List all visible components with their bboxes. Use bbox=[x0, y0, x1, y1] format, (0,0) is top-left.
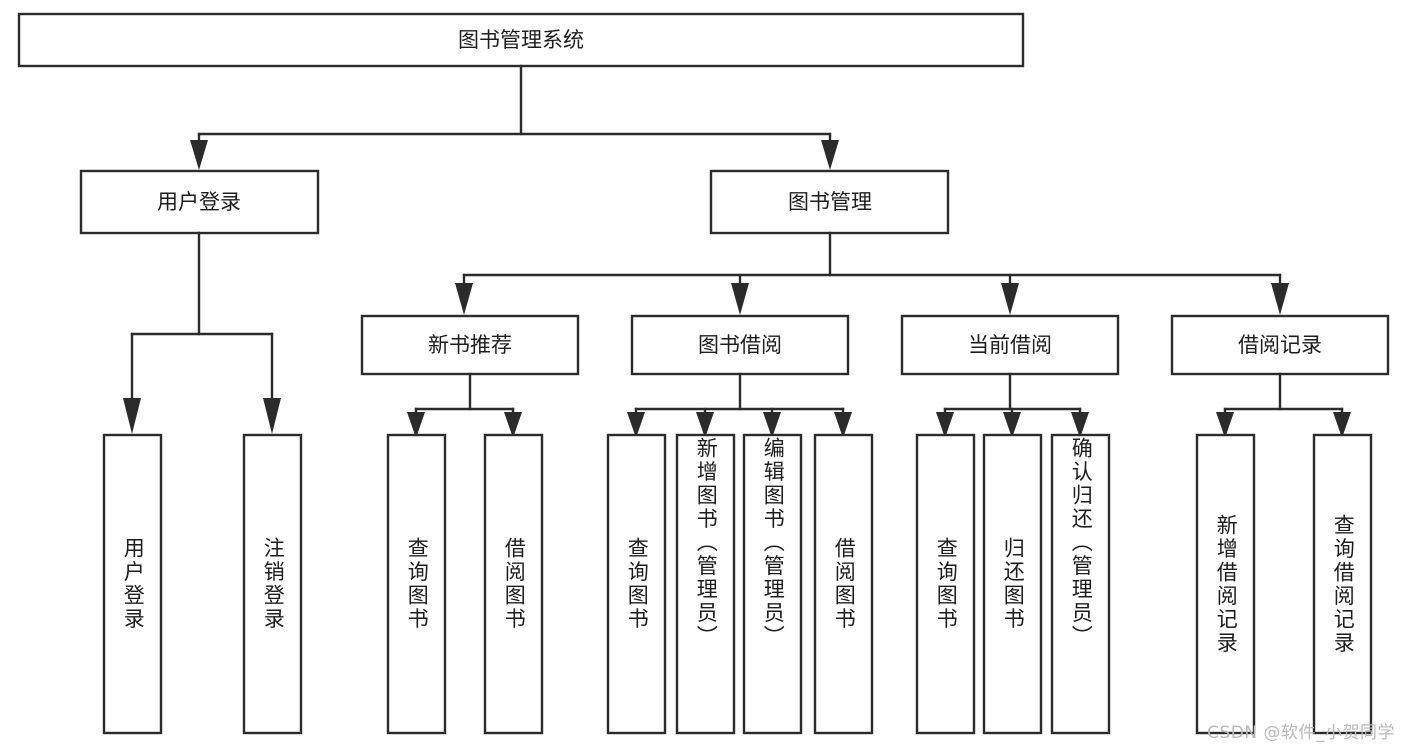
node-borrow-records[interactable]: 借阅记录 bbox=[1170, 314, 1390, 376]
arrowhead-icon-root-2 bbox=[821, 140, 839, 170]
node-book-management[interactable]: 图书管理 bbox=[709, 169, 950, 235]
watermark: CSDN @软件_小贺同学 bbox=[1207, 723, 1395, 743]
arrowhead-icon-cb-1 bbox=[936, 412, 954, 438]
leaf-box-cb-return-book[interactable] bbox=[982, 433, 1043, 735]
node-book-borrow-label: 图书借阅 bbox=[698, 333, 782, 357]
node-current-borrow-label: 当前借阅 bbox=[968, 333, 1052, 357]
arrowhead-icon-bm-2 bbox=[731, 283, 749, 315]
node-root[interactable]: 图书管理系统 bbox=[17, 12, 1025, 68]
arrowhead-icon-ul-1 bbox=[123, 398, 141, 434]
leaf-box-bb-add-book[interactable] bbox=[675, 433, 736, 735]
node-new-book-recommend-box bbox=[360, 314, 580, 376]
leaf-box-user-login[interactable] bbox=[102, 433, 163, 735]
arrowhead-icon-bb-2 bbox=[696, 412, 714, 438]
leaf-box-cb-confirm-return[interactable] bbox=[1050, 433, 1111, 735]
arrowhead-icon-bb-4 bbox=[834, 412, 852, 438]
node-user-login[interactable]: 用户登录 bbox=[79, 169, 320, 235]
arrowhead-icon-br-2 bbox=[1333, 412, 1351, 438]
arrowhead-icon-nbr-2 bbox=[504, 412, 522, 438]
node-book-management-box bbox=[709, 169, 950, 235]
arrowhead-icon-bm-4 bbox=[1271, 283, 1289, 315]
arrowhead-icon-cb-3 bbox=[1071, 412, 1089, 438]
leaf-box-bb-borrow-book[interactable] bbox=[813, 433, 874, 735]
arrowhead-icon-root-1 bbox=[190, 140, 208, 170]
node-current-borrow-box bbox=[900, 314, 1120, 376]
node-root-label: 图书管理系统 bbox=[458, 28, 584, 52]
node-current-borrow[interactable]: 当前借阅 bbox=[900, 314, 1120, 376]
node-book-management-label: 图书管理 bbox=[788, 190, 872, 214]
leaf-box-bb-query-book[interactable] bbox=[606, 433, 667, 735]
node-book-borrow[interactable]: 图书借阅 bbox=[630, 314, 850, 376]
leaf-box-nbr-borrow-book[interactable] bbox=[483, 433, 544, 735]
arrowhead-icon-cb-2 bbox=[1003, 412, 1021, 438]
node-borrow-records-label: 借阅记录 bbox=[1238, 333, 1322, 357]
leaf-box-bb-edit-book[interactable] bbox=[742, 433, 803, 735]
arrowhead-icon-bb-1 bbox=[627, 412, 645, 438]
node-borrow-records-box bbox=[1170, 314, 1390, 376]
leaf-box-logout[interactable] bbox=[242, 433, 303, 735]
arrowhead-icon-br-1 bbox=[1216, 412, 1234, 438]
arrowhead-icon-ul-2 bbox=[263, 398, 281, 434]
node-user-login-label: 用户登录 bbox=[157, 190, 241, 214]
leaf-box-cb-query-book[interactable] bbox=[915, 433, 976, 735]
arrowhead-icon-bb-3 bbox=[763, 412, 781, 438]
leaf-box-br-add-record[interactable] bbox=[1195, 433, 1256, 735]
arrowhead-icon-bm-3 bbox=[1001, 283, 1019, 315]
leaf-box-br-query-record[interactable] bbox=[1312, 433, 1373, 735]
node-new-book-recommend[interactable]: 新书推荐 bbox=[360, 314, 580, 376]
node-root-box bbox=[17, 12, 1025, 68]
leaf-box-nbr-query-book[interactable] bbox=[386, 433, 447, 735]
node-new-book-recommend-label: 新书推荐 bbox=[428, 333, 512, 357]
arrowhead-icon-bm-1 bbox=[455, 283, 473, 315]
arrowhead-icon-nbr-1 bbox=[407, 412, 425, 438]
node-book-borrow-box bbox=[630, 314, 850, 376]
